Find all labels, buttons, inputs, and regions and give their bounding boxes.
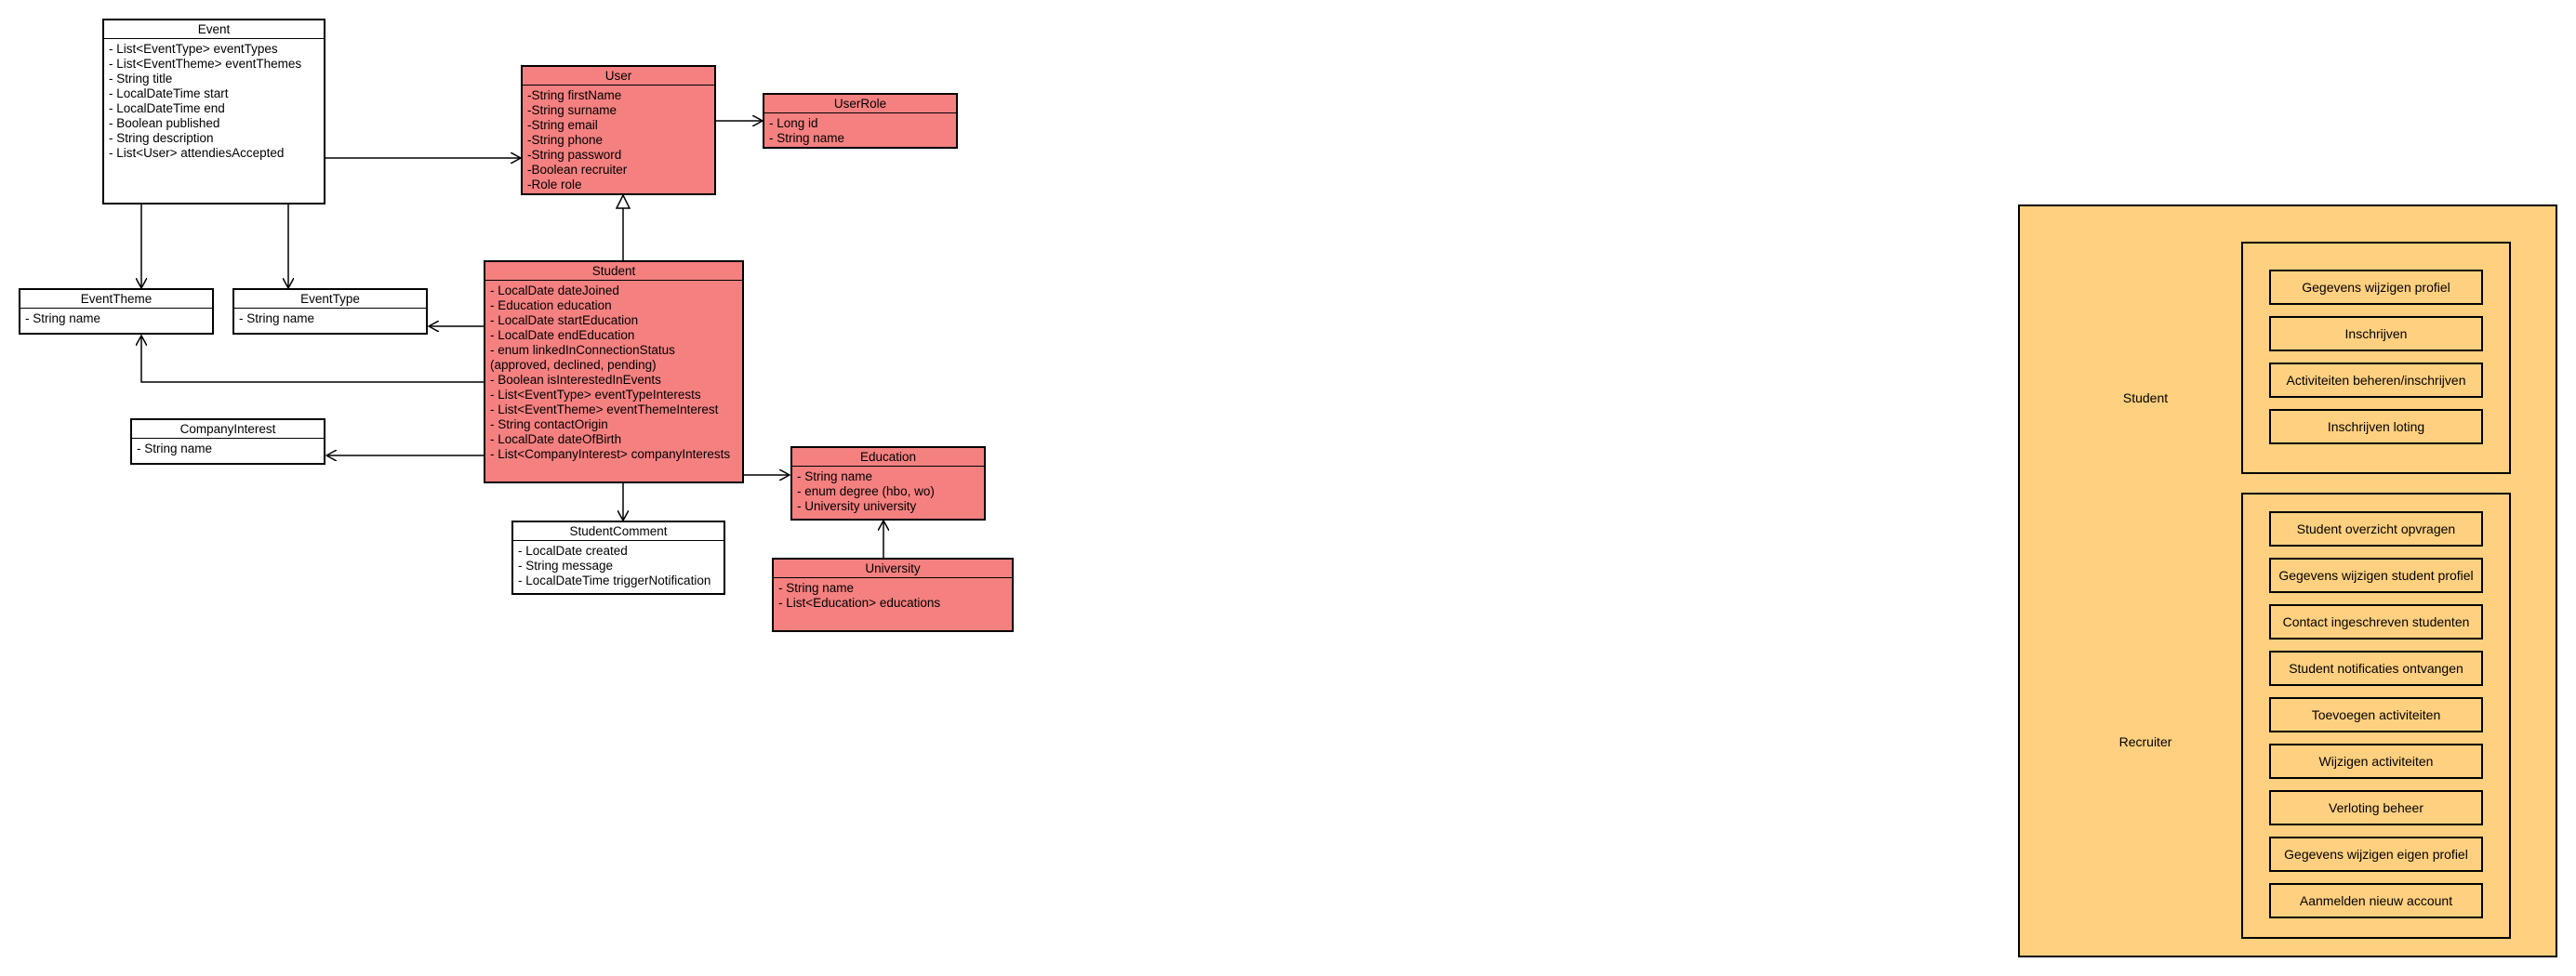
class-education[interactable]: Education - String name - enum degree (h… (790, 446, 986, 521)
class-title: StudentComment (513, 522, 724, 541)
field-list: - String name (234, 309, 426, 326)
field-list: - String name - List<Education> educatio… (774, 578, 1012, 611)
usecase-verloting-beheer[interactable]: Verloting beheer (2269, 790, 2483, 825)
field: - Boolean published (109, 116, 220, 130)
field-list: - LocalDate dateJoined - Education educa… (485, 281, 742, 462)
field: - List<EventTheme> eventThemes (109, 57, 302, 71)
class-title: User (523, 67, 714, 86)
edge-student-eventtheme (141, 336, 484, 383)
field-list: - String name (132, 439, 324, 456)
field: - String name (769, 131, 845, 145)
field: -String password (527, 148, 622, 162)
usecase-inschrijven-loting[interactable]: Inschrijven loting (2269, 409, 2483, 444)
field: - String name (797, 469, 873, 483)
field: - LocalDate startEducation (490, 313, 639, 327)
field-list: - String name (20, 309, 212, 326)
usecase-gegevens-student-profiel[interactable]: Gegevens wijzigen student profiel (2269, 558, 2483, 593)
field: - List<CompanyInterest> companyInterests (490, 447, 731, 461)
field: -String surname (527, 103, 617, 117)
field: - List<EventTheme> eventThemeInterest (490, 402, 719, 416)
actor-recruiter-label: Recruiter (2118, 734, 2172, 749)
usecase-wijzigen-activiteiten[interactable]: Wijzigen activiteiten (2269, 744, 2483, 779)
class-title: Event (104, 20, 324, 39)
field: - enum linkedInConnectionStatus (490, 343, 675, 357)
field: - LocalDate dateJoined (490, 284, 619, 297)
field: - enum degree (hbo, wo) (797, 484, 935, 498)
field: - LocalDateTime start (109, 86, 229, 100)
field: -String phone (527, 133, 604, 147)
usecase-inschrijven[interactable]: Inschrijven (2269, 316, 2483, 351)
class-eventtype[interactable]: EventType - String name (232, 288, 428, 335)
field: -String firstName (527, 88, 622, 102)
field: - LocalDate dateOfBirth (490, 432, 622, 446)
actor-student-label: Student (2122, 390, 2169, 405)
field: - List<Education> educations (778, 596, 941, 610)
field-list: - List<EventType> eventTypes - List<Even… (104, 39, 324, 161)
usecase-activiteiten-beheren[interactable]: Activiteiten beheren/inschrijven (2269, 363, 2483, 398)
field: - LocalDate endEducation (490, 328, 635, 342)
field: - Education education (490, 298, 612, 312)
class-university[interactable]: University - String name - List<Educatio… (772, 558, 1014, 632)
usecase-aanmelden-account[interactable]: Aanmelden nieuw account (2269, 883, 2483, 918)
usecase-student-overzicht[interactable]: Student overzicht opvragen (2269, 511, 2483, 547)
field: - List<EventType> eventTypes (109, 42, 278, 56)
field: - Long id (769, 116, 818, 130)
field: - String message (518, 559, 614, 573)
field: - String name (778, 581, 855, 595)
class-event[interactable]: Event - List<EventType> eventTypes - Lis… (102, 19, 325, 204)
usecase-gegevens-eigen-profiel[interactable]: Gegevens wijzigen eigen profiel (2269, 837, 2483, 872)
field: - String name (25, 311, 101, 325)
field: - String title (109, 72, 173, 86)
field-list: - Long id - String name (764, 113, 956, 146)
class-title: CompanyInterest (132, 420, 324, 439)
class-title: UserRole (764, 95, 956, 113)
usecase-toevoegen-activiteiten[interactable]: Toevoegen activiteiten (2269, 697, 2483, 732)
class-title: Education (792, 448, 984, 467)
class-title: Student (485, 262, 742, 281)
class-companyinterest[interactable]: CompanyInterest - String name (130, 418, 325, 465)
usecase-student-notificaties[interactable]: Student notificaties ontvangen (2269, 651, 2483, 686)
field: - String name (239, 311, 315, 325)
class-student[interactable]: Student - LocalDate dateJoined - Educati… (484, 260, 744, 483)
class-eventtheme[interactable]: EventTheme - String name (19, 288, 214, 335)
field: (approved, declined, pending) (490, 358, 657, 372)
field: - LocalDate created (518, 544, 628, 558)
class-title: EventTheme (20, 290, 212, 309)
field: -String email (527, 118, 598, 132)
class-studentcomment[interactable]: StudentComment - LocalDate created - Str… (511, 521, 725, 595)
field: - List<User> attendiesAccepted (109, 146, 285, 160)
field: - String contactOrigin (490, 417, 608, 431)
field: - LocalDateTime end (109, 101, 225, 115)
field: - University university (797, 499, 917, 513)
usecase-contact-studenten[interactable]: Contact ingeschreven studenten (2269, 604, 2483, 640)
field-list: - LocalDate created - String message - L… (513, 541, 724, 588)
field: - List<EventType> eventTypeInterests (490, 388, 701, 402)
class-title: University (774, 560, 1012, 578)
field-list: - String name - enum degree (hbo, wo) - … (792, 467, 984, 514)
field: - String description (109, 131, 214, 145)
field: - Boolean isInterestedInEvents (490, 373, 661, 387)
class-userrole[interactable]: UserRole - Long id - String name (763, 93, 958, 149)
field: - LocalDateTime triggerNotification (518, 574, 711, 587)
usecase-gegevens-wijzigen-profiel[interactable]: Gegevens wijzigen profiel (2269, 270, 2483, 305)
field: - String name (137, 442, 213, 455)
field: -Boolean recruiter (527, 163, 628, 177)
field: -Role role (527, 178, 582, 191)
class-title: EventType (234, 290, 426, 309)
class-user[interactable]: User -String firstName -String surname -… (521, 65, 716, 195)
field-list: -String firstName -String surname -Strin… (523, 86, 714, 192)
